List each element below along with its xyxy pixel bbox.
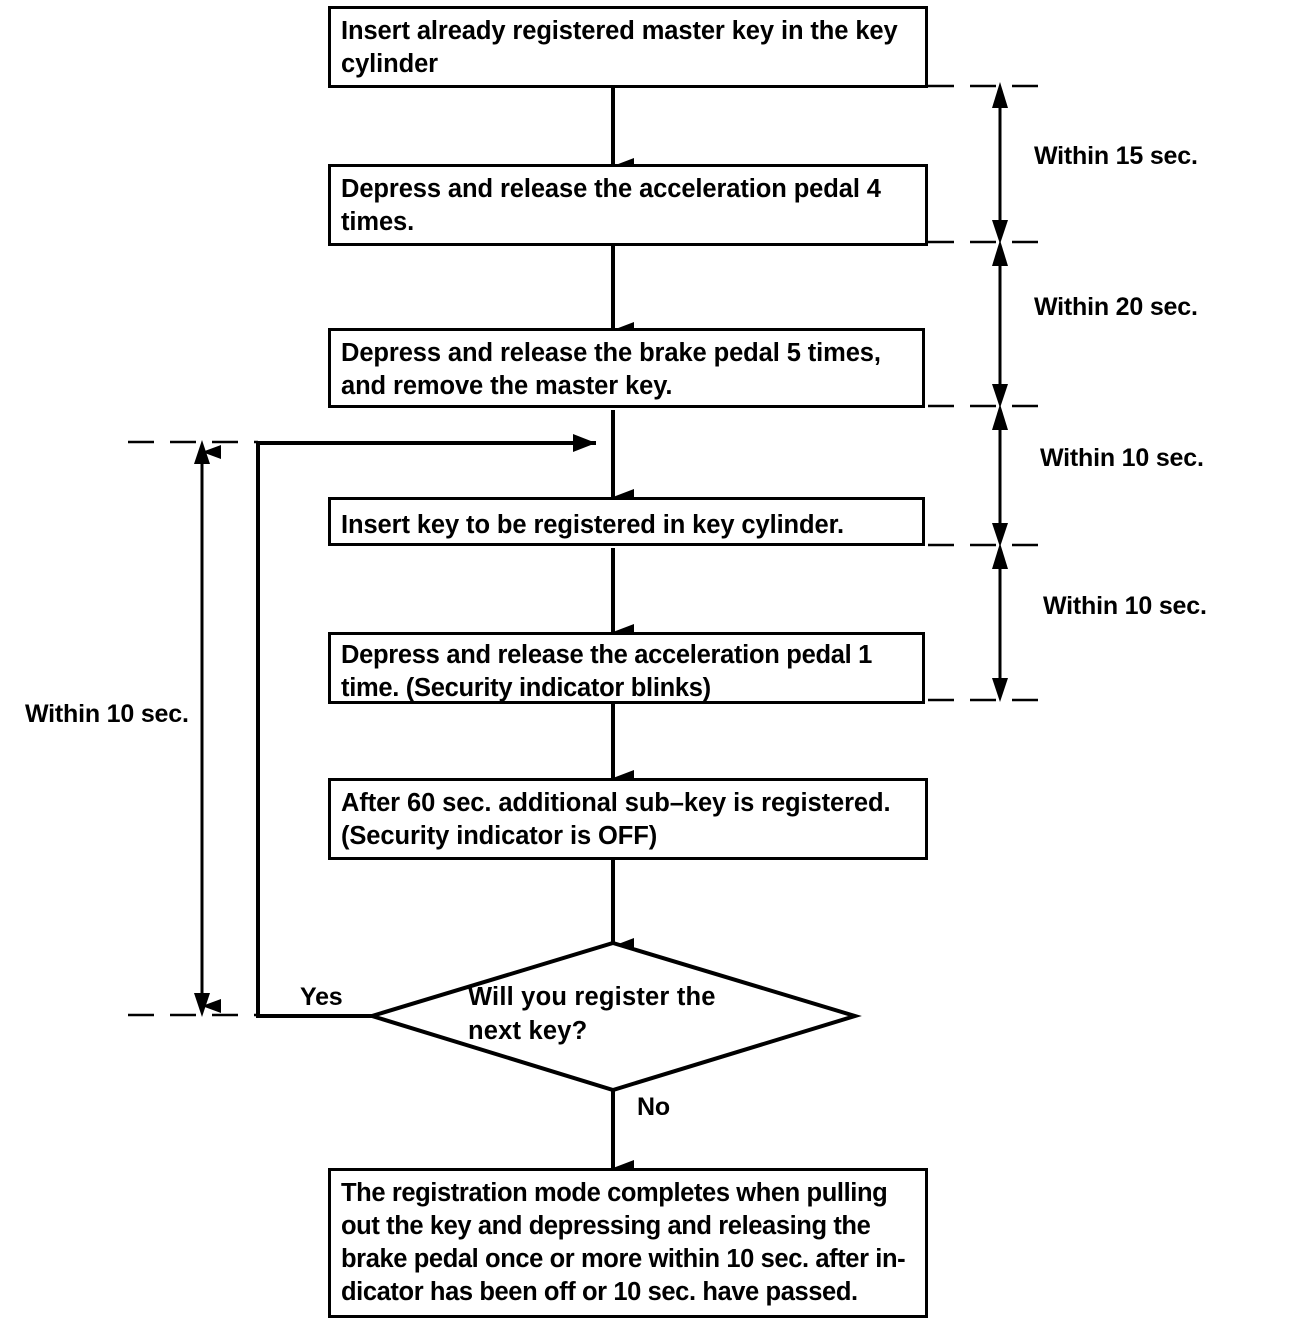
right-arrowhead-3-up — [992, 404, 1008, 430]
branch-label-no: No — [637, 1093, 670, 1121]
process-node-insert-master-key[interactable]: Insert already registered master key in … — [328, 6, 928, 88]
process-node-sub-key-registered[interactable]: After 60 sec. additional sub–key is regi… — [328, 778, 928, 860]
timing-label-within-10-sec-upper: Within 10 sec. — [1040, 444, 1204, 472]
right-arrowhead-2-down — [992, 384, 1008, 408]
process-node-brake-pedal-5-times[interactable]: Depress and release the brake pedal 5 ti… — [328, 328, 925, 408]
process-node-insert-key-to-register[interactable]: Insert key to be registered in key cylin… — [328, 497, 925, 546]
right-arrowhead-2-up — [992, 240, 1008, 266]
decision-node-label[interactable]: Will you register the next key? — [468, 983, 716, 1046]
right-arrowhead-4-up — [992, 543, 1008, 569]
timing-label-within-10-sec-left: Within 10 sec. — [25, 700, 189, 728]
process-node-acceleration-pedal-1-time[interactable]: Depress and release the acceleration ped… — [328, 632, 925, 704]
timing-label-within-10-sec-lower: Within 10 sec. — [1043, 592, 1207, 620]
branch-label-yes: Yes — [300, 983, 343, 1011]
right-arrowhead-4-down — [992, 678, 1008, 702]
left-arrowhead-down — [194, 993, 210, 1017]
timing-label-within-15-sec: Within 15 sec. — [1034, 142, 1198, 170]
left-arrowhead-up — [194, 440, 210, 464]
right-arrowhead-3-down — [992, 523, 1008, 547]
right-arrowhead-1-down — [992, 220, 1008, 244]
timing-label-within-20-sec: Within 20 sec. — [1034, 293, 1198, 321]
right-arrowhead-1-up — [992, 82, 1008, 108]
process-node-acceleration-pedal-4-times[interactable]: Depress and release the acceleration ped… — [328, 164, 928, 246]
process-node-registration-complete[interactable]: The registration mode completes when pul… — [328, 1168, 928, 1318]
